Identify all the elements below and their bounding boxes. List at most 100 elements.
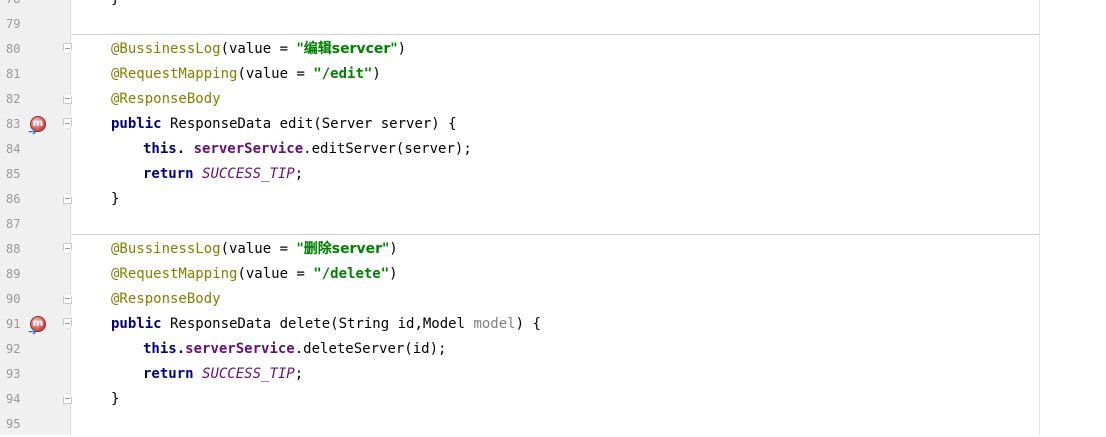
code-text: ) { — [515, 316, 541, 332]
code-line-92[interactable]: this.serverService.deleteServer(id); — [71, 337, 1106, 362]
code-line-94[interactable]: } — [71, 387, 1106, 412]
annotation: @RequestMapping — [111, 266, 238, 282]
line-number: 95 — [6, 417, 21, 431]
gutter-line-93: 93 — [0, 362, 70, 387]
string-literal: "/edit" — [313, 66, 373, 82]
code-line-88[interactable]: @BussinessLog(value = "删除server") — [71, 237, 1106, 262]
gutter-line-81: 81 — [0, 62, 70, 87]
code-text: (value = — [237, 66, 314, 82]
keyword: return — [143, 366, 194, 382]
code-text: (value = — [220, 241, 297, 257]
closing-brace: } — [111, 0, 119, 7]
code-editor[interactable]: } @BussinessLog(value = "编辑servcer") @Re… — [71, 0, 1106, 435]
code-line-81[interactable]: @RequestMapping(value = "/edit") — [71, 62, 1106, 87]
gutter-line-84: 84 — [0, 137, 70, 162]
annotation: @BussinessLog — [111, 241, 221, 257]
code-line-80[interactable]: @BussinessLog(value = "编辑servcer") — [71, 37, 1106, 62]
code-text — [194, 166, 202, 182]
gutter-line-95: 95 — [0, 412, 70, 437]
line-number: 90 — [6, 292, 21, 306]
line-number: 83 — [6, 117, 21, 131]
fold-end-icon[interactable] — [63, 293, 72, 304]
gutter-line-88: 88 — [0, 237, 72, 262]
code-line-84[interactable]: this. serverService.editServer(server); — [71, 137, 1106, 162]
method-marker-icon[interactable]: m — [30, 116, 46, 132]
field-reference: serverService — [185, 341, 295, 357]
method-signature: ResponseData edit(Server server) { — [161, 116, 457, 132]
gutter-line-87: 87 — [0, 212, 70, 237]
code-text: ) — [389, 266, 398, 282]
code-line-85[interactable]: return SUCCESS_TIP; — [71, 162, 1106, 187]
keyword: this. — [143, 341, 186, 357]
code-text — [185, 141, 193, 157]
fold-end-icon[interactable] — [63, 93, 72, 104]
line-number: 92 — [6, 342, 21, 356]
line-number: 88 — [6, 242, 21, 256]
gutter-line-83: 83 m ➔ — [0, 112, 72, 138]
method-call: .editServer(server); — [303, 141, 472, 157]
line-number: 91 — [6, 317, 21, 331]
gutter-line-89: 89 — [0, 262, 70, 287]
constant-reference: SUCCESS_TIP — [202, 366, 295, 382]
fold-start-icon[interactable] — [63, 243, 72, 254]
code-text: ; — [294, 366, 304, 382]
override-arrow-icon[interactable]: ➔ — [28, 325, 38, 338]
code-text: ; — [294, 166, 304, 182]
gutter-line-86: 86 — [0, 187, 72, 212]
method-marker-icon[interactable]: m — [30, 316, 46, 332]
string-literal: "编辑servcer" — [296, 41, 398, 57]
method-separator — [71, 234, 1039, 235]
gutter-line-91: 91 m ➔ — [0, 312, 72, 338]
closing-brace: } — [111, 191, 120, 207]
fold-start-icon[interactable] — [63, 118, 72, 129]
string-literal: "删除server" — [296, 241, 390, 257]
gutter-line-94: 94 — [0, 387, 72, 412]
code-line-78[interactable]: } — [71, 0, 1106, 12]
gutter-line-79: 79 — [0, 12, 70, 37]
editor-gutter: 78 79 80 81 82 83 m ➔ 84 85 86 87 88 89 … — [0, 0, 72, 437]
method-separator — [71, 34, 1039, 35]
code-line-89[interactable]: @RequestMapping(value = "/delete") — [71, 262, 1106, 287]
override-arrow-icon[interactable]: ➔ — [28, 125, 38, 138]
keyword: public — [111, 116, 162, 132]
gutter-line-82: 82 — [0, 87, 72, 112]
keyword: this. — [143, 141, 186, 157]
line-number: 89 — [6, 267, 21, 281]
line-number: 80 — [6, 42, 21, 56]
closing-brace: } — [111, 391, 120, 407]
right-margin-guide — [1039, 0, 1040, 435]
code-line-86[interactable]: } — [71, 187, 1106, 212]
code-line-91[interactable]: public ResponseData delete(String id,Mod… — [71, 312, 1106, 337]
keyword: public — [111, 316, 162, 332]
gutter-line-90: 90 — [0, 287, 72, 312]
keyword: return — [143, 166, 194, 182]
method-call: .deleteServer(id); — [294, 341, 447, 357]
code-line-82[interactable]: @ResponseBody — [71, 87, 1106, 112]
line-number: 94 — [6, 392, 21, 406]
code-text — [194, 366, 202, 382]
code-line-93[interactable]: return SUCCESS_TIP; — [71, 362, 1106, 387]
line-number: 81 — [6, 67, 21, 81]
code-text: (value = — [237, 266, 314, 282]
gutter-line-78: 78 — [0, 0, 70, 12]
method-signature: ResponseData delete(String id,Model — [161, 316, 474, 332]
code-text: (value = — [220, 41, 297, 57]
fold-start-icon[interactable] — [63, 318, 72, 329]
gutter-line-92: 92 — [0, 337, 70, 362]
fold-start-icon[interactable] — [63, 43, 72, 54]
line-number: 82 — [6, 92, 21, 106]
annotation: @ResponseBody — [111, 91, 221, 107]
line-number: 79 — [6, 17, 21, 31]
code-line-90[interactable]: @ResponseBody — [71, 287, 1106, 312]
fold-end-icon[interactable] — [63, 393, 72, 404]
line-number: 85 — [6, 167, 21, 181]
constant-reference: SUCCESS_TIP — [202, 166, 295, 182]
unused-parameter: model — [473, 316, 516, 332]
string-literal: "/delete" — [313, 266, 390, 282]
code-text: ) — [389, 241, 398, 257]
code-line-83[interactable]: public ResponseData edit(Server server) … — [71, 112, 1106, 137]
gutter-line-80: 80 — [0, 37, 72, 62]
fold-end-icon[interactable] — [63, 193, 72, 204]
annotation: @RequestMapping — [111, 66, 238, 82]
code-text: ) — [372, 66, 381, 82]
